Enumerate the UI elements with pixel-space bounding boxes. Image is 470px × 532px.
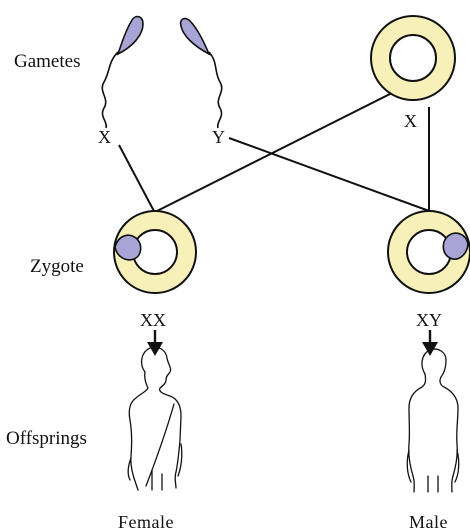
sperm-x-head-icon <box>116 15 144 56</box>
sperm-y <box>179 17 223 129</box>
male-right-outline <box>421 348 459 493</box>
male-legs <box>427 475 439 493</box>
male-figure-icon <box>406 348 460 493</box>
zygote-female <box>113 210 197 294</box>
egg-x-chromosome: X <box>404 111 417 131</box>
line-sperm-x-to-female-zygote <box>118 144 156 214</box>
sperm-y-head-icon <box>179 17 211 56</box>
sperm-x-chromosome: X <box>98 127 111 147</box>
female-legs <box>151 469 163 491</box>
sperm-x-tail <box>101 51 119 129</box>
male-label: Male <box>409 512 448 532</box>
gametes-label: Gametes <box>14 51 80 72</box>
female-right-outline <box>140 346 182 489</box>
offsprings-label: Offsprings <box>6 428 87 449</box>
female-arm-line <box>145 403 175 487</box>
cross-lines <box>118 92 433 214</box>
female-figure-icon <box>127 346 183 491</box>
arrow-male <box>422 330 438 356</box>
arrow-down-icon <box>147 342 163 356</box>
male-right-arm <box>454 449 460 483</box>
male-left-outline <box>408 373 427 493</box>
arrow-female <box>147 330 163 356</box>
egg-inner-core <box>389 34 437 82</box>
egg-x <box>370 15 456 101</box>
zygote-female-sperm-icon <box>114 234 142 261</box>
male-left-arm <box>406 449 412 483</box>
zygote-male-sperm-icon <box>442 232 469 260</box>
line-sperm-y-to-male-zygote <box>228 137 433 213</box>
sperm-x <box>101 15 144 129</box>
zygote-label: Zygote <box>30 256 84 277</box>
female-left-arm <box>127 457 132 481</box>
zygote-male <box>387 210 470 294</box>
sperm-y-tail <box>208 51 223 129</box>
zygote-female-chromosomes: XX <box>140 310 166 330</box>
arrow-down-icon <box>422 342 438 356</box>
female-label: Female <box>118 512 174 532</box>
female-right-arm <box>177 443 183 477</box>
sperm-y-chromosome: Y <box>212 127 225 147</box>
zygote-male-chromosomes: XY <box>416 310 442 330</box>
line-egg-x-to-female-zygote <box>152 92 393 214</box>
female-left-outline <box>128 371 149 491</box>
